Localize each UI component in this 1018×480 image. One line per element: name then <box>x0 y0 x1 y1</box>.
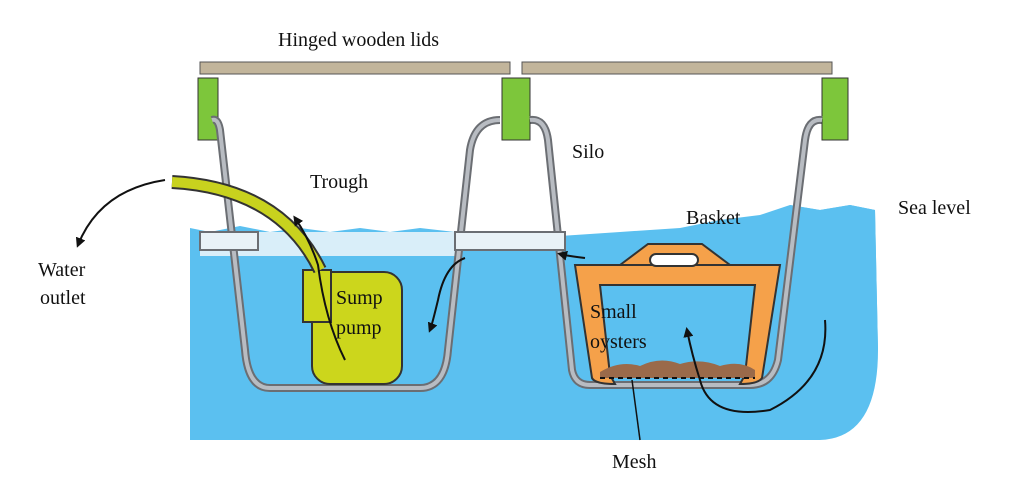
trough-wall-inner <box>211 117 501 390</box>
label-mesh: Mesh <box>612 451 656 473</box>
label-sump-pump-1: Sump <box>336 287 383 309</box>
sea-level-water <box>790 205 878 350</box>
basket-handle-hole <box>649 253 699 267</box>
basket <box>573 264 782 386</box>
lid-left <box>199 61 511 75</box>
bracket-2 <box>501 77 531 141</box>
label-trough: Trough <box>310 171 368 193</box>
sump-pump <box>311 271 403 385</box>
mesh-pointer <box>631 379 641 441</box>
silo-to-trough-arrow <box>557 250 586 261</box>
silo-wall-inner <box>529 117 823 387</box>
label-small-oysters-2: oysters <box>590 331 647 353</box>
outlet-arrow <box>75 179 166 248</box>
trough-in-arrow <box>427 257 466 333</box>
label-water-outlet-2: outlet <box>40 287 86 309</box>
label-lids: Hinged wooden lids <box>278 29 439 51</box>
connector-left <box>199 231 259 251</box>
pump-connector <box>302 269 332 323</box>
pipe-flow-arrow <box>293 215 346 361</box>
label-water-outlet-1: Water <box>38 259 86 281</box>
label-sea-level: Sea level <box>898 197 971 219</box>
label-small-oysters-1: Small <box>590 301 637 323</box>
lid-right <box>521 61 833 75</box>
label-silo: Silo <box>572 141 604 163</box>
upflow-arrow <box>683 319 827 413</box>
bracket-3 <box>821 77 849 141</box>
bracket-1 <box>197 77 219 141</box>
label-sump-pump-2: pump <box>336 317 382 339</box>
label-basket: Basket <box>686 207 741 229</box>
oysters <box>600 360 755 378</box>
outlet-pipe-fill <box>171 177 325 273</box>
connector-middle <box>454 231 566 251</box>
